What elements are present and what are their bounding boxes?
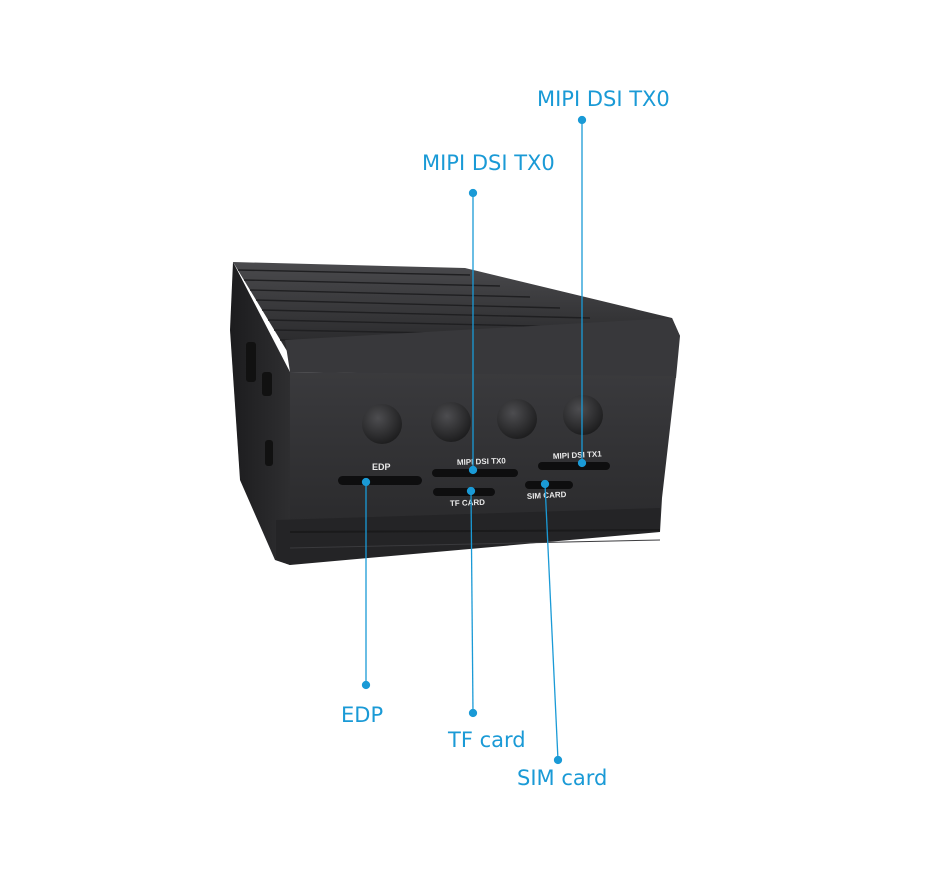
callout-mipi-tx0-mid: MIPI DSI TX0: [422, 151, 555, 175]
callout-line-mipi-tx0-mid: [468, 188, 478, 475]
callout-tf-card: TF card: [448, 728, 526, 752]
device-label-mipi-tx0: MIPI DSI TX0: [457, 456, 507, 467]
bottom-rail: [276, 508, 660, 565]
callout-line-edp: [361, 477, 371, 690]
front-knob: [362, 404, 402, 444]
callout-edp: EDP: [341, 703, 384, 727]
side-port: [246, 342, 256, 382]
enclosure-side: [230, 262, 290, 565]
device-label-edp: EDP: [372, 462, 391, 472]
front-knob: [431, 402, 471, 442]
callout-line-tf-card: [466, 486, 478, 718]
device-label-mipi-tx1: MIPI DSI TX1: [553, 449, 603, 461]
tf-card-slot: [433, 488, 495, 496]
front-knob: [497, 399, 537, 439]
callout-sim-card: SIM card: [517, 766, 608, 790]
callout-line-mipi-tx0-top: [577, 115, 587, 468]
front-lip: [285, 318, 680, 378]
edp-slot: [338, 476, 422, 485]
side-port: [265, 440, 273, 466]
callout-line-sim-card: [540, 479, 563, 765]
mipi-tx1-slot: [538, 462, 610, 470]
front-knob: [563, 395, 603, 435]
device-label-tf-card: TF CARD: [450, 498, 486, 508]
side-port: [262, 372, 272, 396]
callout-mipi-tx0-top: MIPI DSI TX0: [537, 87, 670, 111]
device-label-sim-card: SIM CARD: [527, 490, 567, 501]
front-panel: [290, 372, 676, 532]
